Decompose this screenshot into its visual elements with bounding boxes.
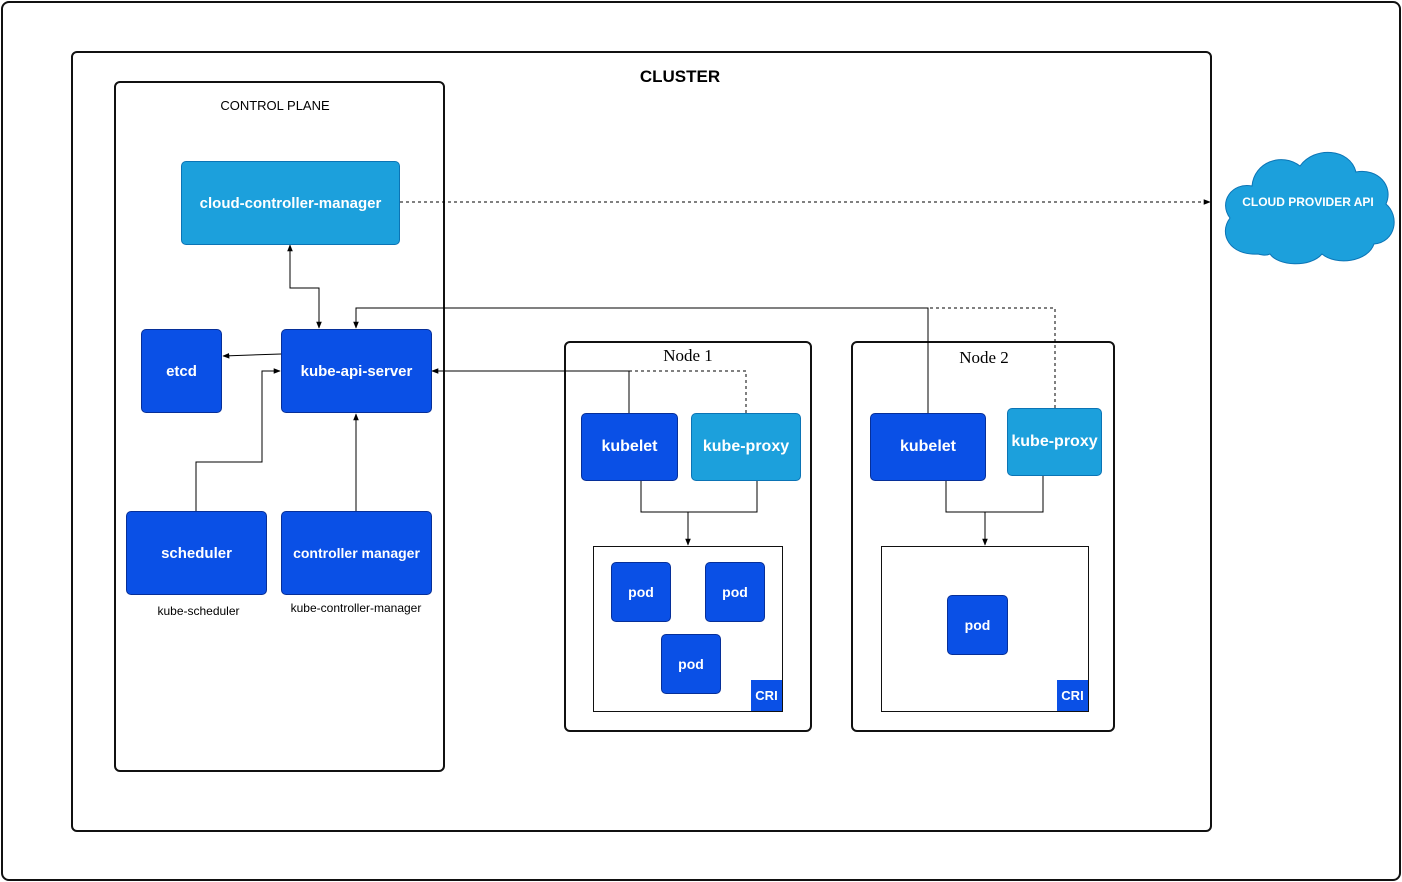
api-to-etcd-connector [222, 352, 282, 359]
cluster-title: CLUSTER [639, 67, 721, 86]
node-1-kubelet-label: kubelet [601, 438, 658, 455]
node1-proxy-to-api-connector [629, 370, 747, 413]
node-1-pod-3[interactable]: pod [661, 634, 721, 694]
cri-label: CRI [755, 688, 778, 703]
scheduler-to-api-connector [195, 368, 281, 511]
node-1-kube-proxy-label: kube-proxy [702, 438, 790, 455]
cloud-provider-api-label: CLOUD PROVIDER API [1242, 195, 1374, 209]
node1-to-runtime-connector [640, 481, 758, 545]
node-2-kubelet-label: kubelet [899, 438, 956, 455]
kube-api-server-label: kube-api-server [300, 362, 413, 380]
node2-kubelet-to-api-connector [353, 307, 929, 413]
node-1-cri-tag: CRI [751, 680, 782, 711]
control-plane-title: CONTROL PLANE [220, 98, 330, 113]
node-2-cri-tag: CRI [1057, 680, 1088, 711]
cloud-shape [1224, 152, 1395, 265]
scheduler-box[interactable]: scheduler [126, 511, 267, 595]
node-2-kubelet-box[interactable]: kubelet [870, 413, 986, 481]
node-2-runtime-box [881, 546, 1089, 712]
cloud-controller-manager-label: cloud-controller-manager [199, 194, 382, 212]
node-2-title: Node 2 [959, 348, 1009, 367]
cri-label: CRI [1061, 688, 1084, 703]
controller-manager-box[interactable]: controller manager [281, 511, 432, 595]
etcd-box[interactable]: etcd [141, 329, 222, 413]
ccm-api-connector [287, 244, 322, 329]
node-1-pod-2[interactable]: pod [705, 562, 765, 622]
node-2-kube-proxy-box[interactable]: kube-proxy [1007, 408, 1102, 476]
node1-kubelet-to-api-connector [431, 368, 630, 413]
node-2-pod-1[interactable]: pod [947, 595, 1008, 655]
node2-proxy-to-api-connector [928, 307, 1056, 408]
pod-label: pod [678, 656, 704, 672]
pod-label: pod [964, 617, 991, 633]
node-1-kube-proxy-box[interactable]: kube-proxy [691, 413, 801, 481]
node-2-kube-proxy-label: kube-proxy [1011, 433, 1098, 450]
cloud-controller-manager-box[interactable]: cloud-controller-manager [181, 161, 400, 245]
pod-label: pod [722, 584, 748, 600]
node-1-kubelet-box[interactable]: kubelet [581, 413, 678, 481]
node-1-title: Node 1 [663, 346, 713, 365]
node-1-pod-1[interactable]: pod [611, 562, 671, 622]
etcd-label: etcd [166, 362, 197, 380]
scheduler-caption: kube-scheduler [157, 604, 240, 618]
node2-to-runtime-connector [945, 476, 1044, 545]
controller-manager-caption: kube-controller-manager [290, 601, 422, 615]
scheduler-label: scheduler [161, 544, 232, 562]
controller-manager-label: controller manager [293, 545, 420, 561]
kube-api-server-box[interactable]: kube-api-server [281, 329, 432, 413]
pod-label: pod [628, 584, 654, 600]
